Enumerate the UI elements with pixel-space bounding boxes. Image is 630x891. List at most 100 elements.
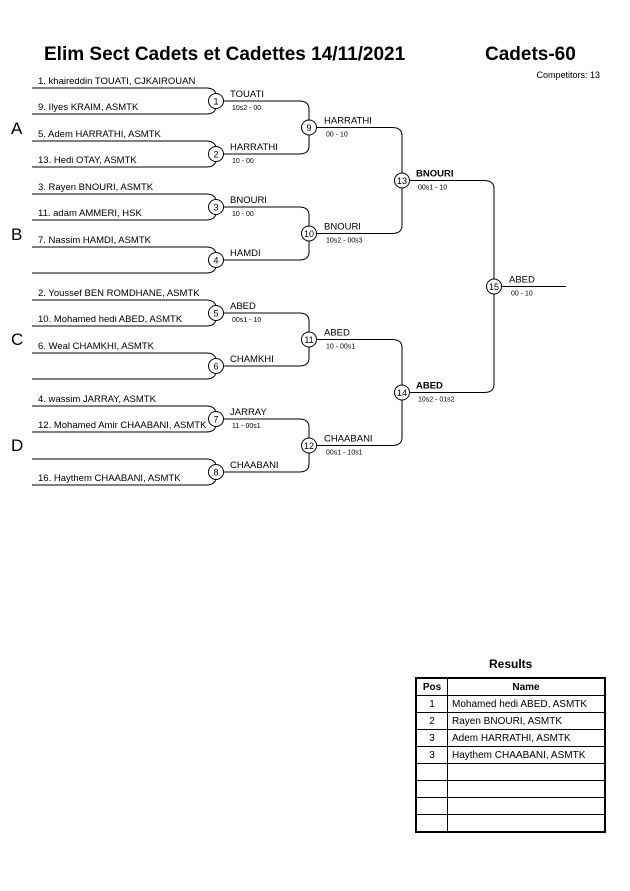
- match-number: 8: [213, 468, 218, 478]
- match-score: 10s2 - 01s2: [418, 397, 455, 404]
- results-row: 2 Rayen BNOURI, ASMTK: [415, 712, 606, 730]
- match-number: 12: [304, 441, 314, 451]
- match-number: 9: [306, 123, 311, 133]
- match-winner: BNOURI: [230, 195, 267, 206]
- entrant-name: 3. Rayen BNOURI, ASMTK: [38, 182, 154, 193]
- entrant-name: 10. Mohamed hedi ABED, ASMTK: [38, 314, 183, 325]
- results-pos: [415, 797, 448, 815]
- match-winner: ABED: [230, 301, 256, 312]
- results-row: [415, 763, 606, 781]
- category-label: Cadets-60: [485, 44, 576, 65]
- pool-label: D: [11, 436, 23, 455]
- results-name: Adem HARRATHI, ASMTK: [447, 729, 606, 747]
- match-score: 10s2 - 00s3: [326, 238, 363, 245]
- match-circle: [208, 252, 224, 268]
- results-pos: [415, 814, 448, 833]
- entrant-name: 12. Mohamed Amir CHAABANI, ASMTK: [38, 420, 207, 431]
- event-title: Elim Sect Cadets et Cadettes 14/11/2021: [44, 44, 406, 65]
- match-number: 14: [397, 388, 407, 398]
- match-winner: HARRATHI: [230, 142, 278, 153]
- match-number: 7: [213, 415, 218, 425]
- match-number: 5: [213, 309, 218, 319]
- match-winner: ABED: [324, 328, 350, 339]
- results-pos: [415, 780, 448, 798]
- match-winner: CHAABANI: [230, 460, 279, 471]
- match-score: 10 - 00s1: [326, 344, 355, 351]
- match-winner: ABED: [416, 381, 443, 392]
- results-row: 1 Mohamed hedi ABED, ASMTK: [415, 695, 606, 713]
- match-circle: [208, 358, 224, 374]
- match-number: 13: [397, 176, 407, 186]
- match-score: 00s1 - 10: [232, 317, 261, 324]
- match-score: 00s1 - 10: [418, 185, 447, 192]
- match-number: 2: [213, 150, 218, 160]
- match-number: 4: [213, 256, 218, 266]
- final-match-circle: [486, 278, 502, 295]
- match-score: 10 - 00: [232, 158, 254, 165]
- match-circle: [208, 464, 224, 480]
- results-header-name: Name: [447, 677, 606, 696]
- entrant-name: 7. Nassim HAMDI, ASMTK: [38, 235, 152, 246]
- results-table: Pos Name 1 Mohamed hedi ABED, ASMTK 2 Ra…: [415, 677, 606, 833]
- match-number: 11: [304, 335, 313, 345]
- match-circle: [301, 225, 317, 242]
- results-title: Results: [489, 657, 533, 671]
- match-winner: HARRATHI: [324, 116, 372, 127]
- results-row: [415, 814, 606, 833]
- competitors-count: Competitors: 13: [536, 70, 600, 80]
- results-name: [447, 814, 606, 833]
- results-pos: 2: [415, 712, 448, 730]
- match-winner: CHAMKHI: [230, 354, 274, 365]
- match-winner: BNOURI: [416, 169, 453, 180]
- results-name: [447, 763, 606, 781]
- results-name: Rayen BNOURI, ASMTK: [447, 712, 606, 730]
- final-winner: ABED: [509, 275, 535, 286]
- match-number: 10: [304, 229, 314, 239]
- pool-label: C: [11, 330, 23, 349]
- match-number: 3: [213, 203, 218, 213]
- results-row: [415, 797, 606, 815]
- match-number: 1: [213, 97, 218, 107]
- results-pos: [415, 763, 448, 781]
- match-circle: [208, 411, 224, 427]
- match-circle: [208, 146, 224, 162]
- match-circle: [301, 119, 317, 136]
- match-circle: [208, 199, 224, 215]
- match-score: 00 - 10: [326, 132, 348, 139]
- results-header-row: Pos Name: [415, 677, 606, 696]
- match-circle: [208, 305, 224, 321]
- match-winner: CHAABANI: [324, 434, 373, 445]
- match-circle: [394, 384, 410, 401]
- match-score: 10s2 - 00: [232, 105, 261, 112]
- results-header-pos: Pos: [415, 677, 448, 696]
- pool-label: B: [11, 225, 22, 244]
- results-row: 3 Haythem CHAABANI, ASMTK: [415, 746, 606, 764]
- results-name: Mohamed hedi ABED, ASMTK: [447, 695, 606, 713]
- match-score: 00s1 - 10s1: [326, 450, 363, 457]
- entrant-name: 13. Hedi OTAY, ASMTK: [38, 155, 137, 166]
- match-winner: BNOURI: [324, 222, 361, 233]
- match-number: 6: [213, 362, 218, 372]
- match-circle: [208, 93, 224, 109]
- match-winner: JARRAY: [230, 407, 267, 418]
- entrant-name: 16. Haythem CHAABANI, ASMTK: [38, 473, 181, 484]
- entrant-name: 6. Weal CHAMKHI, ASMTK: [38, 341, 155, 352]
- match-winner: TOUATI: [230, 89, 264, 100]
- results-row: [415, 780, 606, 798]
- match-winner: HAMDI: [230, 248, 261, 259]
- entrant-name: 1. khaireddin TOUATI, CJKAIROUAN: [38, 76, 195, 87]
- results-row: 3 Adem HARRATHI, ASMTK: [415, 729, 606, 747]
- entrant-name: 4. wassim JARRAY, ASMTK: [38, 394, 157, 405]
- match-circle: [394, 172, 410, 189]
- entrant-name: 9. Ilyes KRAIM, ASMTK: [38, 102, 139, 113]
- match-score: 10 - 00: [232, 211, 254, 218]
- results-pos: 3: [415, 746, 448, 764]
- results-name: [447, 780, 606, 798]
- match-circle: [301, 331, 317, 348]
- results-pos: 1: [415, 695, 448, 713]
- results-pos: 3: [415, 729, 448, 747]
- match-circle: [301, 437, 317, 454]
- final-match-number: 15: [489, 282, 499, 292]
- match-score: 11 - 00s1: [232, 423, 261, 430]
